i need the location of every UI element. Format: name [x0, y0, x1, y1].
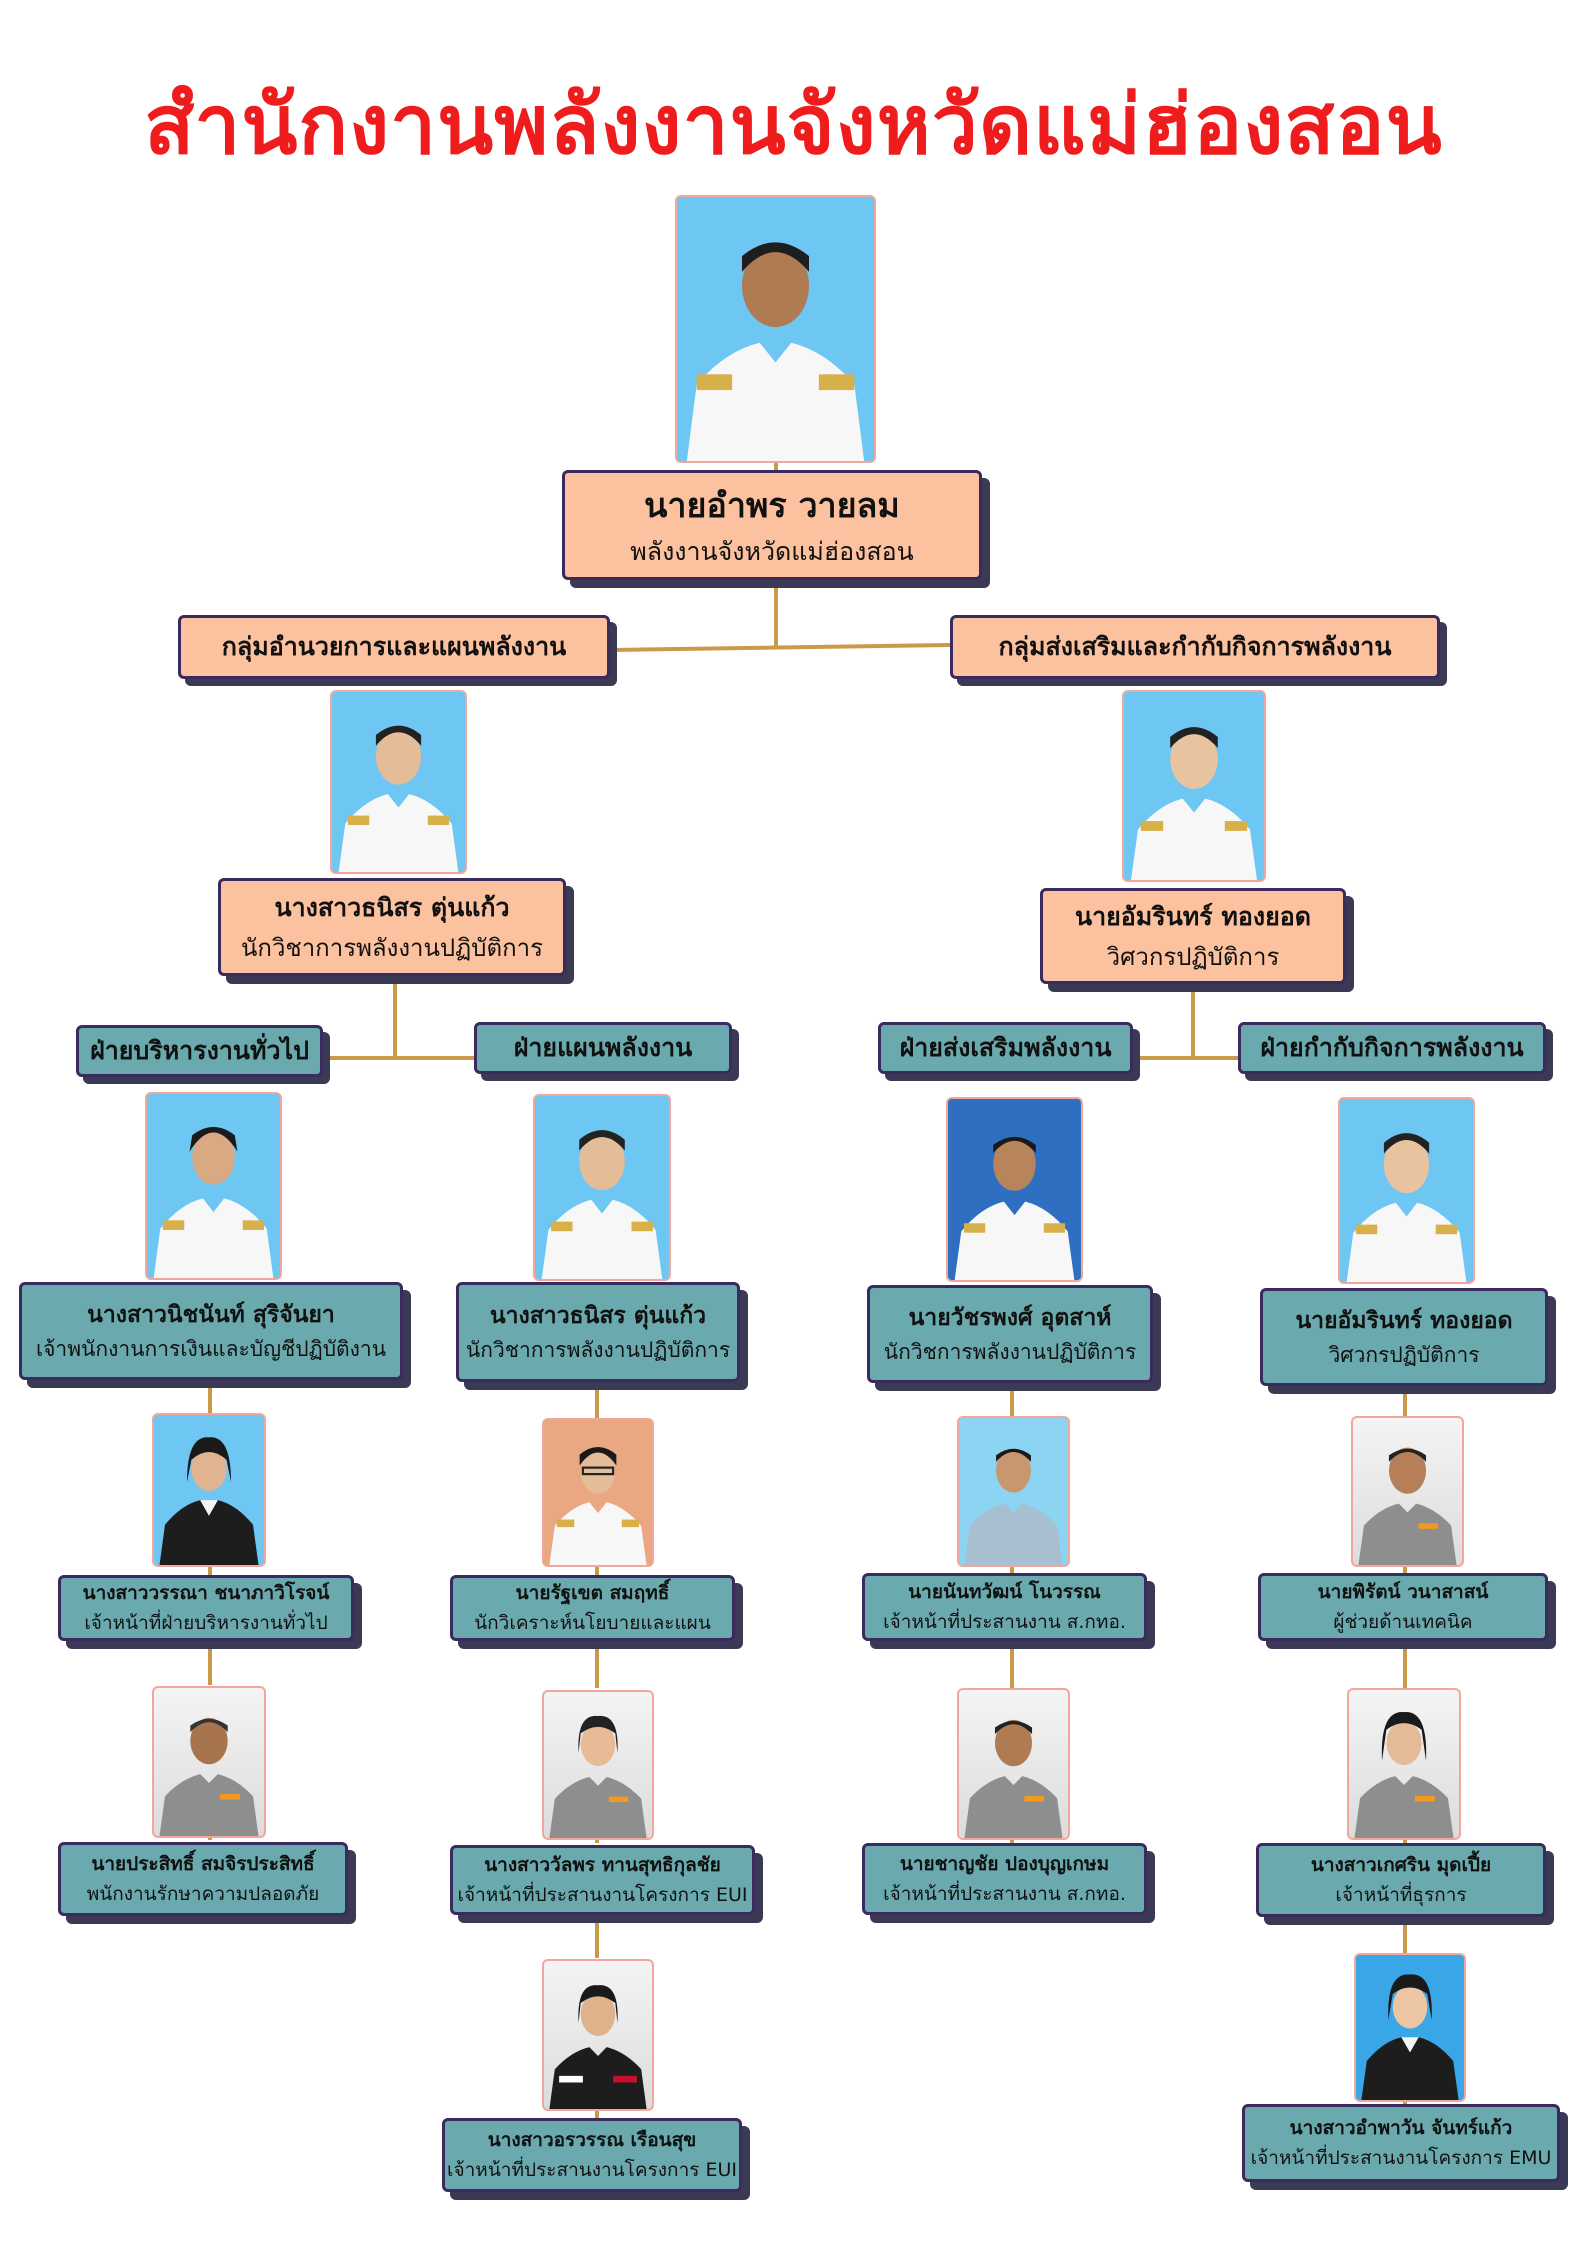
member-position: นักวิชการพลังงานปฏิบัติการ	[883, 1339, 1137, 1364]
member-card: นางสาววรรณา ชนาภาวิโรจน์ เจ้าหน้าที่ฝ่าย…	[58, 1575, 354, 1641]
member-photo	[542, 1690, 654, 1840]
member-name: นางสาวนิชนันท์ สุริจันยา	[87, 1301, 335, 1328]
member-card: นางสาวเกศริน มุดเปี้ย เจ้าหน้าที่ธุรการ	[1256, 1843, 1546, 1917]
section-header-energy-plan: ฝ่ายแผนพลังงาน	[474, 1022, 732, 1074]
member-card: นายวัชรพงศ์ อุตสาห์ นักวิชการพลังงานปฏิบ…	[867, 1285, 1153, 1383]
member-name: นายนันทวัฒน์ โนวรรณ	[908, 1581, 1101, 1603]
member-position: เจ้าหน้าที่ประสานงาน ส.กทอ.	[883, 1611, 1126, 1633]
director-position: พลังงานจังหวัดแม่ฮ่องสอน	[630, 537, 914, 566]
member-card: นายพิรัตน์ วนาสาสน์ ผู้ช่วยด้านเทคนิค	[1258, 1573, 1548, 1641]
member-name: นางสาวเกศริน มุดเปี้ย	[1310, 1854, 1492, 1876]
group-header-admin: กลุ่มอำนวยการและแผนพลังงาน	[178, 615, 610, 679]
member-photo	[1351, 1416, 1464, 1567]
member-position: เจ้าพนักงานการเงินและบัญชีปฏิบัติงาน	[35, 1336, 387, 1361]
member-card: นายอัมรินทร์ ทองยอด วิศวกรปฏิบัติการ	[1260, 1288, 1548, 1386]
page-title: สำนักงานพลังงานจังหวัดแม่ฮ่องสอน	[144, 78, 1443, 173]
member-photo	[152, 1413, 266, 1567]
member-position: วิศวกรปฏิบัติการ	[1328, 1342, 1480, 1367]
member-photo	[542, 1959, 654, 2111]
member-card: นายชาญชัย ปองบุญเกษม เจ้าหน้าที่ประสานงา…	[862, 1843, 1147, 1915]
member-card: นางสาวนิชนันท์ สุริจันยา เจ้าพนักงานการเ…	[19, 1282, 403, 1380]
director-card: นายอำพร วายลม พลังงานจังหวัดแม่ฮ่องสอน	[562, 470, 982, 580]
member-card: นางสาววัลพร ทานสุทธิกุลชัย เจ้าหน้าที่ปร…	[450, 1845, 755, 1915]
member-name: นางสาววรรณา ชนาภาวิโรจน์	[82, 1582, 330, 1604]
member-photo	[542, 1418, 654, 1567]
section-header-energy-promotion: ฝ่ายส่งเสริมพลังงาน	[878, 1022, 1133, 1074]
member-card: นางสาวอำพาวัน จันทร์แก้ว เจ้าหน้าที่ประส…	[1242, 2104, 1560, 2182]
member-name: นายรัฐเขต สมฤทธิ์	[515, 1582, 670, 1604]
member-position: เจ้าหน้าที่ประสานงานโครงการ EUI	[457, 1884, 748, 1906]
member-photo	[946, 1097, 1083, 1282]
member-position: นักวิชาการพลังงานปฏิบัติการ	[465, 1337, 731, 1362]
member-photo	[1354, 1953, 1466, 2102]
member-name: นายพิรัตน์ วนาสาสน์	[1317, 1581, 1489, 1603]
member-name: นางสาวธนิสร ตุ่นแก้ว	[489, 1302, 707, 1329]
member-name: นายวัชรพงศ์ อุตสาห์	[908, 1304, 1112, 1331]
group-head-card-admin: นางสาวธนิสร ตุ่นแก้ว นักวิชาการพลังงานปฏ…	[218, 878, 566, 976]
member-photo	[152, 1686, 266, 1838]
section-header-energy-regulation: ฝ่ายกำกับกิจการพลังงาน	[1238, 1022, 1546, 1074]
member-photo	[957, 1688, 1070, 1840]
member-name: นายประสิทธิ์ สมจิรประสิทธิ์	[91, 1853, 315, 1875]
member-card: นายประสิทธิ์ สมจิรประสิทธิ์ พนักงานรักษา…	[58, 1842, 348, 1916]
member-position: พนักงานรักษาความปลอดภัย	[86, 1883, 320, 1905]
member-name: นางสาววัลพร ทานสุทธิกุลชัย	[484, 1854, 721, 1876]
member-card: นางสาวอรวรรณ เรือนสุข เจ้าหน้าที่ประสานง…	[442, 2118, 742, 2192]
member-card: นายรัฐเขต สมฤทธิ์ นักวิเคราะห์นโยบายและแ…	[450, 1575, 735, 1641]
director-photo	[675, 195, 876, 463]
member-position: ผู้ช่วยด้านเทคนิค	[1333, 1611, 1473, 1633]
member-position: เจ้าหน้าที่ประสานงานโครงการ EUI	[447, 2159, 737, 2181]
member-photo	[145, 1092, 282, 1280]
member-name: นางสาวอรวรรณ เรือนสุข	[487, 2129, 697, 2151]
member-photo	[1347, 1688, 1461, 1840]
member-position: เจ้าหน้าที่ธุรการ	[1335, 1884, 1467, 1906]
member-photo	[533, 1094, 671, 1281]
group-head-name: นายอัมรินทร์ ทองยอด	[1075, 901, 1311, 931]
member-position: เจ้าหน้าที่ประสานงาน ส.กทอ.	[883, 1883, 1126, 1905]
group-head-position: วิศวกรปฏิบัติการ	[1106, 942, 1280, 971]
member-name: นางสาวอำพาวัน จันทร์แก้ว	[1289, 2117, 1513, 2139]
group-head-name: นางสาวธนิสร ตุ่นแก้ว	[274, 892, 510, 922]
member-photo	[1338, 1097, 1475, 1284]
group-header-promotion: กลุ่มส่งเสริมและกำกับกิจการพลังงาน	[950, 615, 1440, 679]
member-position: เจ้าหน้าที่ฝ่ายบริหารงานทั่วไป	[84, 1612, 328, 1634]
section-header-general-admin: ฝ่ายบริหารงานทั่วไป	[76, 1025, 323, 1077]
member-card: นายนันทวัฒน์ โนวรรณ เจ้าหน้าที่ประสานงาน…	[862, 1573, 1147, 1641]
director-name: นายอำพร วายลม	[644, 486, 900, 526]
group-head-card-promotion: นายอัมรินทร์ ทองยอด วิศวกรปฏิบัติการ	[1040, 888, 1346, 984]
member-position: เจ้าหน้าที่ประสานงานโครงการ EMU	[1250, 2147, 1552, 2169]
group-head-photo-promotion	[1122, 690, 1266, 882]
member-position: นักวิเคราะห์นโยบายและแผน	[474, 1612, 711, 1634]
member-name: นายชาญชัย ปองบุญเกษม	[899, 1853, 1110, 1875]
member-photo	[957, 1416, 1070, 1567]
member-name: นายอัมรินทร์ ทองยอด	[1295, 1307, 1513, 1334]
member-card: นางสาวธนิสร ตุ่นแก้ว นักวิชาการพลังงานปฏ…	[456, 1282, 740, 1382]
group-head-photo-admin	[330, 690, 467, 874]
group-head-position: นักวิชาการพลังงานปฏิบัติการ	[241, 933, 543, 962]
